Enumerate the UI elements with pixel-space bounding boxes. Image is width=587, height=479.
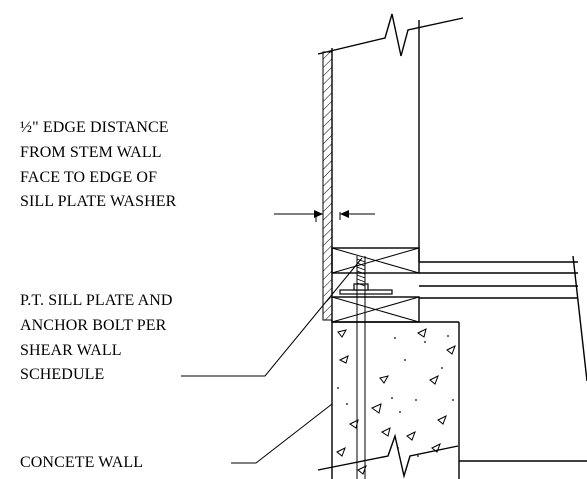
sill-plate-label-1: P.T. SILL PLATE AND <box>20 292 173 309</box>
edge-distance-label-1: ½" EDGE DISTANCE <box>20 119 169 136</box>
sill-leader <box>181 257 363 377</box>
wall-leader <box>231 403 333 464</box>
concrete-wall <box>317 320 587 479</box>
stud-wall <box>317 13 464 296</box>
sill-plate-label-3: SHEAR WALL <box>20 342 122 359</box>
bottom-plate <box>331 247 420 274</box>
concrete-dots <box>337 335 454 457</box>
sill-plate <box>331 296 420 323</box>
edge-dimension <box>274 210 375 222</box>
sill-plate-label-4: SCHEDULE <box>20 366 104 383</box>
edge-distance-label-4: SILL PLATE WASHER <box>20 193 177 210</box>
anchor-bolt <box>356 256 366 479</box>
floor-joist <box>419 255 587 382</box>
concrete-aggregate <box>336 328 456 475</box>
edge-distance-label-2: FROM STEM WALL <box>20 144 162 161</box>
sill-plate-label-2: ANCHOR BOLT PER <box>20 317 167 334</box>
concrete-wall-label: CONCETE WALL <box>20 454 143 471</box>
sheathing-hatch <box>322 51 333 321</box>
edge-distance-label-3: FACE TO EDGE OF <box>20 169 157 186</box>
anchor-washer <box>339 283 393 295</box>
